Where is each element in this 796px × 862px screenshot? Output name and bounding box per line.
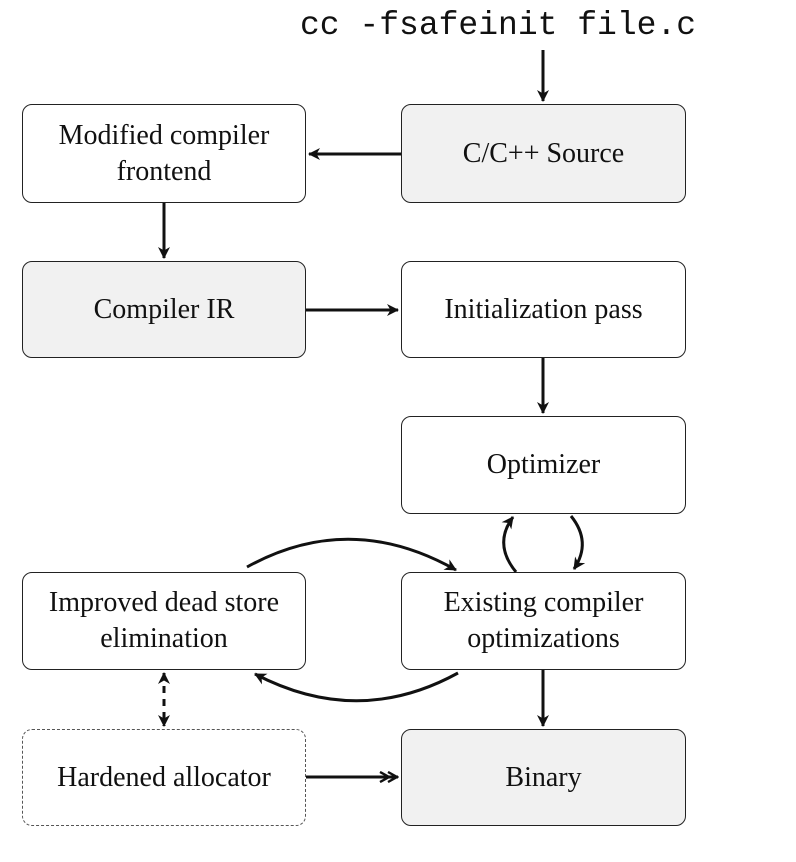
- node-compiler-ir-label: Compiler IR: [93, 293, 235, 325]
- arrow-existing-opts-to-dse: [254, 671, 459, 703]
- arrow-existing-opts-to-optimizer: [501, 516, 518, 573]
- node-compiler-ir: Compiler IR: [22, 261, 306, 358]
- node-frontend: Modified compiler frontend: [22, 104, 306, 203]
- node-allocator-label: Hardened allocator: [57, 761, 271, 793]
- node-optimizer: Optimizer: [401, 416, 686, 514]
- node-binary: Binary: [401, 729, 686, 826]
- node-init-pass: Initialization pass: [401, 261, 686, 358]
- arrow-dse-to-existing-opts: [246, 537, 457, 572]
- node-binary-label: Binary: [505, 761, 582, 793]
- arrow-optimizer-to-existing-opts: [569, 515, 586, 570]
- node-allocator: Hardened allocator: [22, 729, 306, 826]
- node-init-pass-label: Initialization pass: [444, 293, 643, 325]
- node-existing-opts: Existing compiler optimizations: [401, 572, 686, 670]
- node-existing-opts-label: Existing compiler optimizations: [443, 587, 644, 654]
- compile-command: cc -fsafeinit file.c: [300, 7, 697, 44]
- node-dse: Improved dead store elimination: [22, 572, 306, 670]
- node-dse-label: Improved dead store elimination: [48, 587, 280, 654]
- node-source-label: C/C++ Source: [462, 137, 625, 169]
- node-source: C/C++ Source: [401, 104, 686, 203]
- node-frontend-label: Modified compiler frontend: [58, 119, 270, 187]
- node-optimizer-label: Optimizer: [486, 449, 601, 480]
